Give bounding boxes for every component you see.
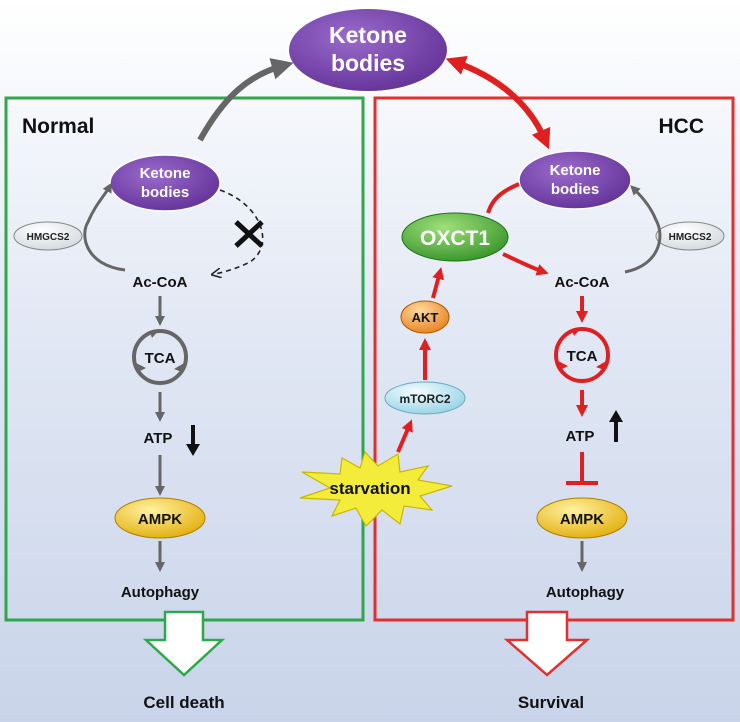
top-ketone-line2: bodies [331,50,405,76]
oxct1-node: OXCT1 [401,212,509,262]
normal-title: Normal [22,115,94,138]
normal-tca-label: TCA [145,350,176,367]
normal-ketone-line1: Ketone [140,165,191,182]
normal-atp-label: ATP [144,430,173,447]
starvation-burst: starvation [299,450,453,527]
normal-acoa-label: Ac-CoA [133,274,188,291]
uptake-double-arrow [445,55,551,150]
hcc-ampk-node: AMPK [536,497,628,539]
top-ketone-line1: Ketone [329,22,407,48]
oxct1-to-acoa-arrow [502,252,549,276]
hcc-outcome-label: Survival [518,693,584,712]
normal-ampk-node: AMPK [114,497,206,539]
hcc-ketone-line2: bodies [551,181,599,198]
normal-outcome-arrow [142,610,226,677]
hcc-atp-label: ATP [566,428,595,445]
hcc-tca-label: TCA [567,348,598,365]
mtorc2-node: mTORC2 [384,381,466,415]
blocked-x-icon [234,220,264,248]
hcc-ketone-bodies-node: Ketone bodies [518,150,632,210]
normal-ketolysis-dashed-arrow [215,189,264,274]
normal-autophagy-label: Autophagy [121,584,200,601]
normal-hmgcs2-node: HMGCS2 [13,221,83,251]
akt-label: AKT [412,310,439,325]
starvation-label: starvation [329,479,410,498]
normal-tca-cycle: TCA [132,329,188,385]
hcc-title: HCC [659,115,705,138]
atp-inhibits-ampk [566,452,598,485]
normal-ketone-bodies-node: Ketone bodies [109,154,221,212]
akt-to-oxct1-arrow [431,267,444,299]
oxct1-label: OXCT1 [420,227,490,250]
hcc-ampk-label: AMPK [560,511,604,528]
hcc-hmgcs2-node: HMGCS2 [655,221,725,251]
export-arrow [197,58,294,142]
hcc-ketogenesis-arrow [624,185,662,274]
normal-hmgcs2-label: HMGCS2 [27,232,70,243]
normal-ketone-line2: bodies [141,184,189,201]
ketone-to-oxct1-line [486,182,520,214]
hcc-hmgcs2-label: HMGCS2 [669,232,712,243]
hcc-tca-cycle: TCA [554,327,610,383]
mtorc2-label: mTORC2 [399,392,450,406]
arrow-down-icon [186,425,200,456]
hcc-acoa-label: Ac-CoA [555,274,610,291]
akt-node: AKT [400,300,450,334]
normal-ketogenesis-arrow [83,182,126,272]
hcc-outcome-arrow [503,610,591,677]
arrow-up-icon [609,410,623,442]
normal-ampk-label: AMPK [138,511,182,528]
top-ketone-bodies-node: Ketone bodies [287,7,449,93]
hcc-ketone-line1: Ketone [550,162,601,179]
normal-outcome-label: Cell death [143,693,224,712]
hcc-autophagy-label: Autophagy [546,584,625,601]
starvation-to-mtorc2-arrow [396,419,413,453]
